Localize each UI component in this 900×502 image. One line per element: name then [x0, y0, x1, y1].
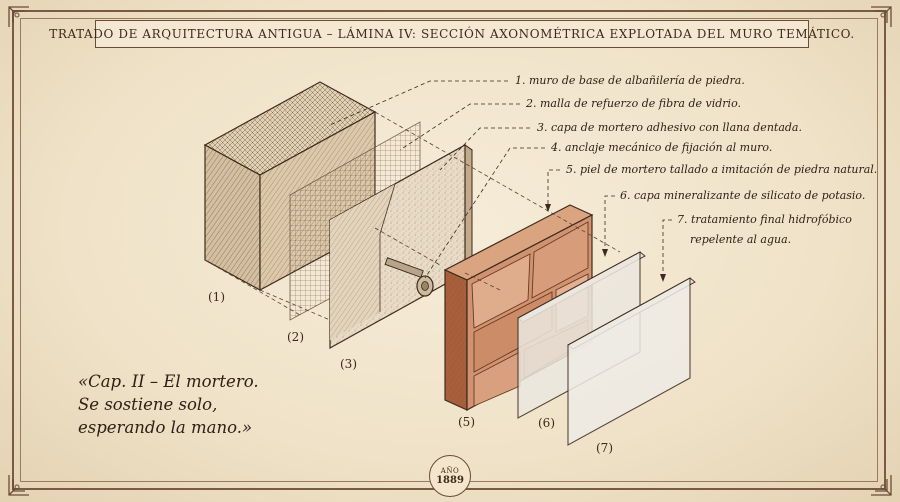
layer-number-7: (7): [596, 441, 613, 455]
layer-number-5: (5): [458, 415, 475, 429]
seal-year: 1889: [436, 474, 464, 486]
annotation-7-line1: 7. tratamiento final hidrofóbico: [677, 213, 852, 226]
construction-lines: [204, 111, 621, 321]
corner-ornament-icon: [8, 475, 29, 496]
corner-ornament-icon: [871, 6, 892, 27]
annotation-6: 6. capa mineralizante de silicato de pot…: [620, 189, 866, 202]
chapter-quote: «Cap. II – El mortero. Se sostiene solo,…: [78, 370, 318, 439]
annotation-1: 1. muro de base de albañilería de piedra…: [515, 74, 745, 87]
layer-number-3: (3): [340, 357, 357, 371]
quote-line-2: Se sostiene solo,: [78, 395, 218, 414]
layer-number-6: (6): [538, 416, 555, 430]
year-seal: AÑO 1889: [429, 455, 471, 497]
corner-ornament-icon: [871, 475, 892, 496]
layer-3-mortar-panel: [329, 143, 473, 350]
annotation-2: 2. malla de refuerzo de fibra de vidrio.: [526, 97, 741, 110]
annotation-5: 5. piel de mortero tallado a imitación d…: [566, 163, 878, 176]
annotation-4: 4. anclaje mecánico de fijación al muro.: [551, 141, 773, 154]
plate-title: TRATADO DE ARQUITECTURA ANTIGUA – LÁMINA…: [49, 27, 855, 41]
leader-arrowheads: [545, 204, 666, 282]
layer-7-hydrophobic-pane: [567, 277, 696, 446]
title-banner: TRATADO DE ARQUITECTURA ANTIGUA – LÁMINA…: [49, 20, 854, 48]
layer-number-2: (2): [287, 330, 304, 344]
quote-line-1: «Cap. II – El mortero.: [78, 372, 259, 391]
corner-ornament-icon: [8, 6, 29, 27]
annotation-3: 3. capa de mortero adhesivo con llana de…: [537, 121, 802, 134]
seal-top-text: AÑO: [440, 466, 460, 475]
quote-line-3: esperando la mano.»: [78, 418, 253, 437]
layer-4-anchor-bolt: [384, 257, 434, 297]
annotation-7-line2: repelente al agua.: [690, 233, 792, 246]
leader-lines: [329, 80, 672, 280]
layer-number-1: (1): [208, 290, 225, 304]
